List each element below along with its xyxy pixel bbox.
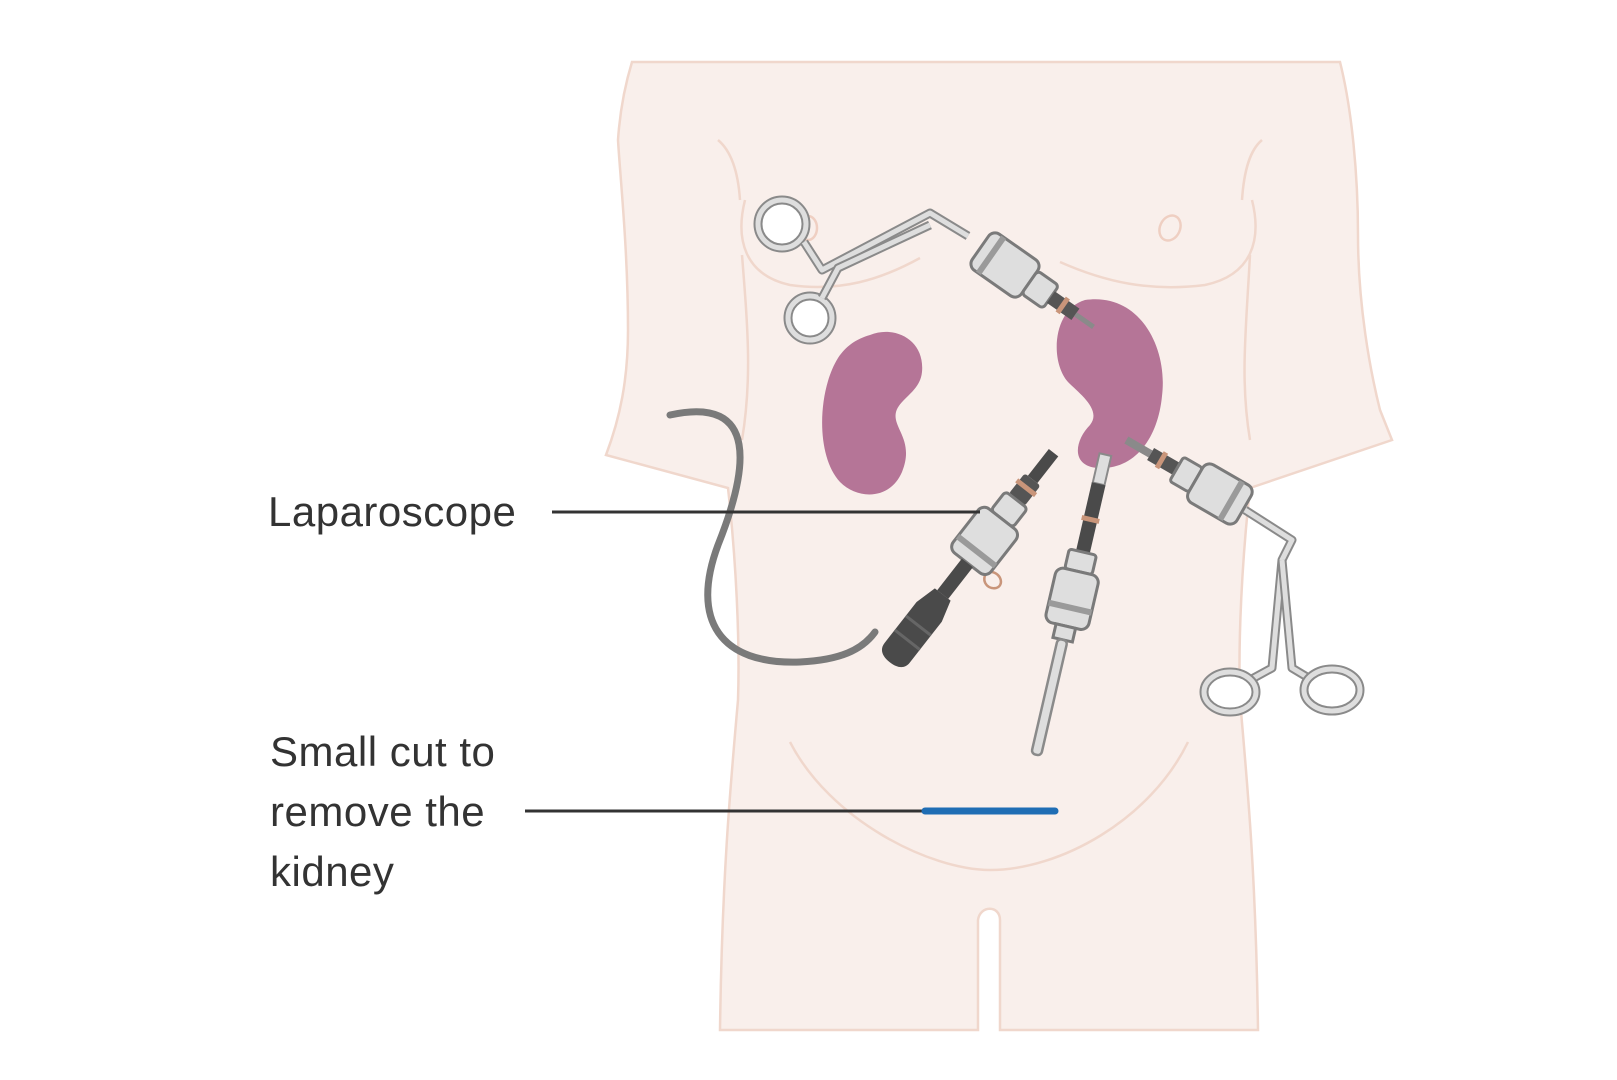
laparoscope-icon bbox=[881, 448, 1059, 668]
small-cut-label: Small cut to remove the kidney bbox=[270, 722, 495, 902]
trocar-port-icon bbox=[1030, 452, 1113, 757]
right-arm-crease bbox=[1243, 254, 1252, 441]
left-chest-line bbox=[740, 199, 921, 289]
left-armpit-line bbox=[717, 139, 742, 201]
forceps-icon bbox=[753, 195, 971, 345]
kidney-icon bbox=[822, 331, 923, 495]
forceps-icon bbox=[1199, 506, 1365, 717]
kidney-icon bbox=[1056, 299, 1163, 469]
laparoscope-label: Laparoscope bbox=[268, 488, 517, 535]
trocar-port-icon bbox=[1124, 436, 1254, 526]
right-chest-line bbox=[1059, 199, 1257, 289]
left-arm-crease bbox=[740, 254, 750, 441]
right-armpit-line bbox=[1240, 139, 1263, 201]
small-cut-label-line: remove the bbox=[270, 788, 486, 835]
right-nipple bbox=[1158, 214, 1182, 242]
laparoscope-cable bbox=[666, 408, 879, 666]
hip-line bbox=[788, 741, 1190, 872]
navel bbox=[983, 570, 1003, 590]
small-cut-label-line: Small cut to bbox=[270, 728, 496, 775]
trocar-port-icon bbox=[969, 231, 1095, 329]
small-cut-label-line: kidney bbox=[270, 848, 395, 895]
